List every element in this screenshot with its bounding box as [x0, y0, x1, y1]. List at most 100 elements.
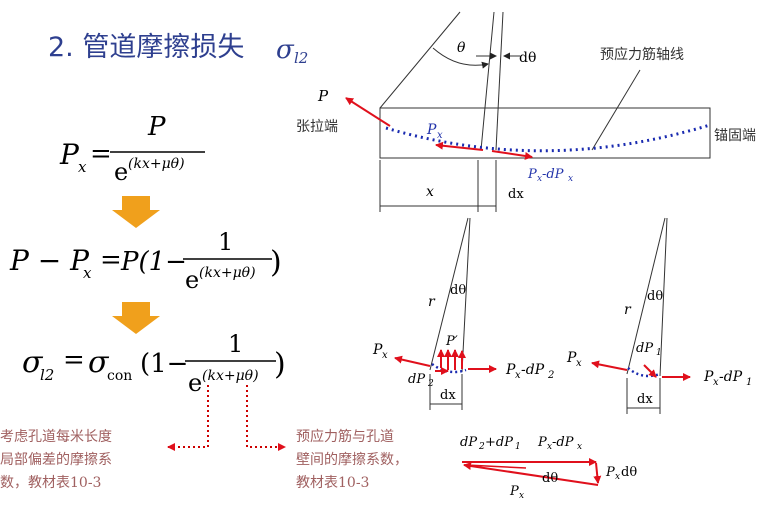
- element-left: r dθ P′ P x P x -dP 2 dP 2 dx: [372, 217, 554, 410]
- f3-num: 1: [228, 330, 243, 358]
- dp1-sub: 1: [656, 348, 662, 358]
- px-sub: x: [519, 491, 524, 501]
- px-dp2-mid: -dP: [521, 362, 545, 378]
- theta-label: θ: [457, 40, 466, 56]
- dim-x-label: x: [426, 184, 434, 200]
- px-arrow: [591, 360, 628, 371]
- f2-num: 1: [218, 228, 233, 256]
- title-sigma-sub: l2: [294, 49, 308, 67]
- radial-line: [379, 11, 461, 109]
- px-dpx-arrow: [491, 150, 533, 160]
- note-mu-line: 壁间的摩擦系数，: [296, 451, 408, 468]
- f3-eq: =: [63, 345, 85, 375]
- f3-rhs-pre: (1−: [140, 349, 188, 379]
- note-k: 考虑孔道每米长度 局部偏差的摩擦系 数，教材表10-3: [0, 429, 112, 491]
- pxdpx-sub: x: [547, 442, 552, 452]
- px-arrow: [435, 141, 484, 151]
- px-dp2-sub: x: [515, 370, 521, 381]
- f3-sigma-sub: l2: [40, 366, 54, 384]
- f2-rhs-pre: P(1−: [120, 247, 187, 277]
- tendon-curve: [385, 123, 711, 153]
- f1-den-base: e: [114, 158, 128, 186]
- down-arrow-icon: [112, 196, 160, 228]
- tension-end-label: 张拉端: [296, 119, 338, 135]
- dtheta-label: dθ: [542, 471, 558, 486]
- dp1-label: dP: [636, 341, 653, 356]
- down-arrow-icon: [112, 302, 160, 334]
- element-right: r dθ dP 1 P x P x -dP 1 dx: [566, 217, 752, 414]
- pxdtheta-tail: dθ: [621, 465, 637, 480]
- beam-diagram: θ dθ 预应力筋轴线 P 张拉端 锚固端 P x P x -dP x x dx: [296, 11, 756, 212]
- tension-force-arrow: [345, 97, 391, 127]
- note-mu-line: 教材表10-3: [296, 475, 369, 491]
- f1-lhs-sub: x: [78, 158, 87, 176]
- px-dpx-sub: x: [537, 174, 542, 184]
- f2-close: ): [270, 245, 282, 280]
- f2-lhs-sub: x: [83, 264, 92, 282]
- f2-lhs: P − P: [9, 244, 90, 277]
- element-edge: [659, 217, 668, 377]
- px-dpx-mid: -dP: [542, 167, 564, 182]
- triangle-hyp: [463, 462, 599, 486]
- dx-label: dx: [637, 392, 653, 407]
- px-dp1-sub2: 1: [746, 377, 752, 388]
- note-mu-line: 预应力筋与孔道: [296, 428, 394, 445]
- force-triangle: dP 2 +dP 1 P x -dP x dθ P x dθ P x: [460, 435, 637, 501]
- f3-close: ): [274, 347, 286, 382]
- title-text: 2. 管道摩擦损失: [48, 32, 244, 63]
- px-label: P: [426, 122, 437, 138]
- f2-den-base: e: [185, 266, 199, 294]
- px-arrow: [394, 355, 431, 367]
- pxdpx-sub2: x: [577, 442, 582, 452]
- px-label-sub: x: [382, 350, 388, 361]
- pxdpx-mid: -dP: [552, 435, 574, 450]
- formula-loss: P − P x = P(1− 1 e (kx+μθ) ): [9, 228, 282, 294]
- px-dp1-sub: x: [713, 377, 719, 388]
- beam-outline: [379, 107, 711, 159]
- radius-label: r: [428, 294, 436, 310]
- dp1-arrow: [643, 364, 657, 378]
- note-k-line: 局部偏差的摩擦系: [0, 451, 112, 468]
- note-connector-mu: [246, 385, 286, 451]
- px-label: P: [372, 342, 383, 358]
- px-dp1-mid: -dP: [719, 369, 743, 385]
- radius-label: r: [624, 302, 632, 318]
- px-label: P: [566, 350, 577, 366]
- px-label-sub: x: [437, 130, 443, 141]
- f2-eq: =: [100, 245, 122, 275]
- tendon-axis-label: 预应力筋轴线: [600, 46, 684, 63]
- dim-dx-label: dx: [508, 187, 524, 202]
- sum-label: dP: [460, 435, 477, 450]
- dx-label: dx: [440, 388, 456, 403]
- pprime-label: P′: [445, 334, 458, 349]
- px-label: P: [509, 484, 519, 499]
- f1-eq: =: [90, 139, 112, 169]
- f3-sigma2-sub: con: [107, 368, 132, 384]
- formula-px: P x = P e (kx+μθ): [59, 112, 205, 186]
- f2-den-exp: (kx+μθ): [199, 265, 256, 281]
- pxdpx-label: P: [537, 435, 547, 450]
- f3-den-exp: (kx+μθ): [202, 368, 259, 384]
- f3-sigma: σ: [22, 345, 44, 380]
- tendon-axis-leader: [591, 69, 641, 151]
- radial-line: [480, 11, 495, 151]
- px-label-sub: x: [576, 358, 582, 369]
- element-edge: [626, 217, 666, 375]
- f3-sigma2: σ: [88, 345, 110, 380]
- slide-title: 2. 管道摩擦损失 σ l2: [48, 32, 308, 67]
- dtheta-label: dθ: [647, 289, 663, 304]
- theta-arc: [432, 47, 489, 69]
- px-dp2-label: P: [505, 362, 516, 378]
- px-dp1-label: P: [703, 369, 714, 385]
- dp2-label: dP: [408, 372, 425, 387]
- pxdtheta-label: P: [605, 465, 615, 480]
- px-dpx-label: P: [527, 167, 537, 182]
- dtheta-label: dθ: [450, 283, 466, 298]
- f1-den-exp: (kx+μθ): [128, 156, 185, 172]
- triangle-inner: [465, 464, 527, 469]
- triangle-vertical: [593, 462, 602, 484]
- element-edge: [429, 217, 469, 371]
- sum-sub2: 1: [515, 442, 521, 452]
